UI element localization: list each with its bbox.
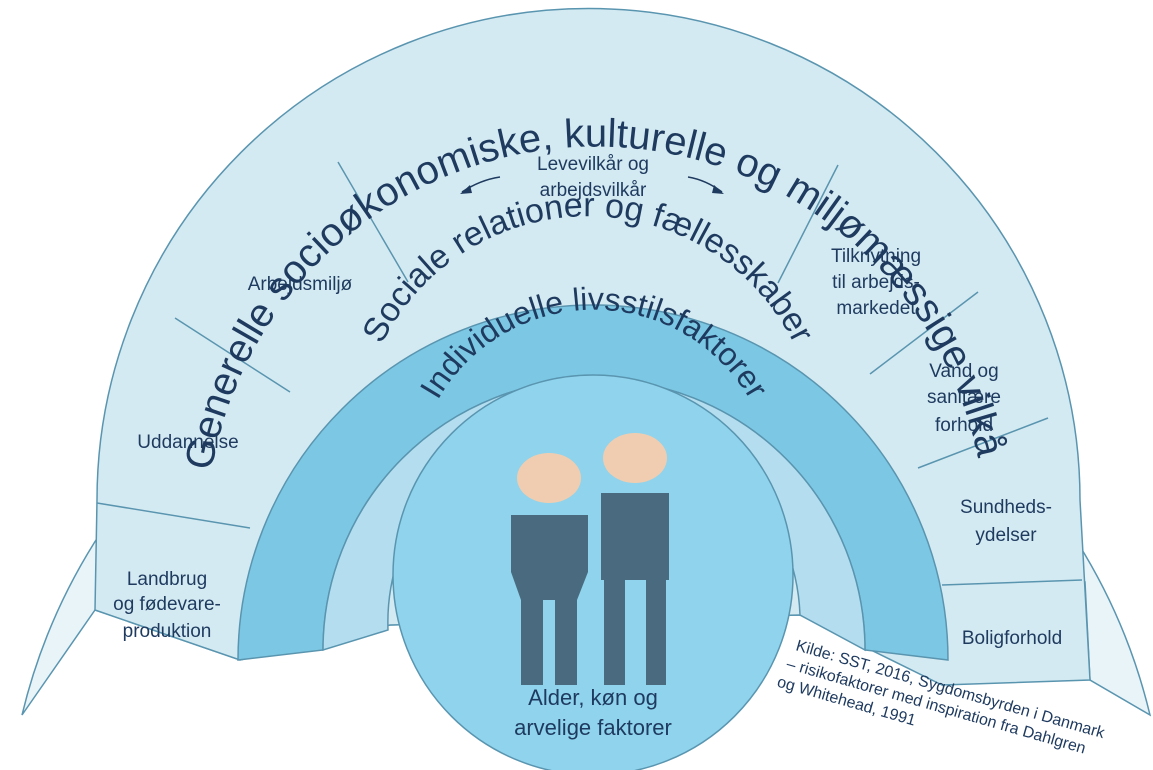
svg-text:til arbejds-: til arbejds- (832, 272, 920, 293)
svg-text:og fødevare-: og fødevare- (113, 594, 221, 615)
segment-vand: Vand og sanitære forhold (927, 361, 1001, 436)
segment-levevilkaar: Levevilkår og arbejdsvilkår (460, 154, 724, 201)
person-tall-head (603, 433, 667, 483)
person-short-icon (511, 453, 588, 685)
svg-text:arvelige faktorer: arvelige faktorer (514, 715, 672, 740)
arrow-head-left (460, 185, 472, 194)
segment-landbrug: Landbrug og fødevare- produktion (113, 569, 221, 642)
svg-text:Alder, køn og: Alder, køn og (528, 685, 658, 710)
segment-bolig: Boligforhold (962, 628, 1062, 649)
person-tall-body (601, 493, 669, 685)
svg-text:ydelser: ydelser (975, 525, 1037, 546)
center-label: Alder, køn og arvelige faktorer (514, 685, 672, 740)
person-short-body (511, 515, 588, 685)
segment-arbejdsmiljo: Arbejdsmiljø (248, 274, 353, 295)
svg-text:produktion: produktion (123, 621, 212, 642)
segment-uddannelse: Uddannelse (137, 432, 238, 453)
svg-text:Landbrug: Landbrug (127, 569, 207, 590)
svg-text:arbejdsvilkår: arbejdsvilkår (540, 180, 647, 201)
arrow-head-right (712, 185, 724, 194)
svg-text:Levevilkår og: Levevilkår og (537, 154, 649, 175)
svg-text:Vand og: Vand og (929, 361, 998, 382)
svg-text:sanitære: sanitære (927, 387, 1001, 408)
segment-tilknytning: Tilknytning til arbejds- markedet (831, 246, 921, 319)
svg-text:forhold: forhold (935, 415, 993, 436)
person-short-head (517, 453, 581, 503)
core-circle (392, 374, 794, 770)
svg-text:Tilknytning: Tilknytning (831, 246, 921, 267)
svg-text:markedet: markedet (836, 298, 916, 319)
svg-text:Sundheds-: Sundheds- (960, 497, 1052, 518)
segment-dividers (96, 161, 1083, 586)
segment-sundhed: Sundheds- ydelser (960, 497, 1052, 546)
person-tall-icon (601, 433, 669, 685)
